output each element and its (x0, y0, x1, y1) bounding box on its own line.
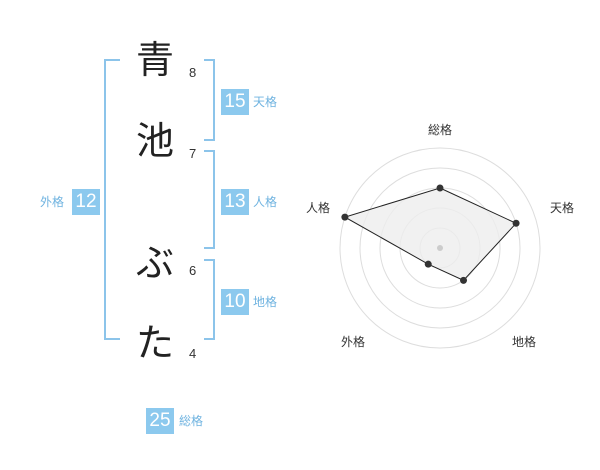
radar-point (424, 260, 432, 268)
chikaku-score: 10 (221, 289, 249, 315)
radar-point (460, 276, 468, 284)
radar-points (341, 184, 520, 284)
radar-center-dot (437, 245, 443, 251)
chikaku-label: 地格 (253, 295, 278, 309)
tenkaku-score: 15 (221, 89, 249, 115)
radar-point (436, 184, 444, 192)
radar-shape (343, 187, 517, 281)
jinkaku-score: 13 (221, 189, 249, 215)
radar-point (512, 219, 520, 227)
jinkaku-label: 人格 (253, 195, 278, 209)
radar-ring (339, 147, 541, 349)
radar-point (341, 213, 349, 221)
stroke-count-2: 7 (189, 146, 197, 161)
name-char-3: ぶ (135, 241, 174, 285)
gaikaku-label: 外格 (40, 195, 65, 209)
tenkaku-label: 天格 (253, 95, 278, 109)
soukaku-label: 総格 (179, 414, 204, 428)
gaikaku-bracket (104, 59, 120, 340)
stroke-count-3: 6 (189, 263, 197, 278)
stroke-count-1: 8 (189, 65, 197, 80)
radar-label-jinkaku: 人格 (306, 200, 330, 215)
tenkaku-bracket (204, 59, 215, 141)
chikaku-bracket (204, 259, 215, 340)
radar-label-gaikaku: 外格 (341, 334, 365, 349)
radar-ring (359, 167, 521, 329)
soukaku-score: 25 (146, 408, 174, 434)
name-char-2: 池 (135, 119, 174, 163)
name-char-1: 青 (135, 38, 174, 82)
radar-label-chikaku: 地格 (512, 334, 536, 349)
name-char-4: た (135, 321, 174, 365)
jinkaku-bracket (204, 150, 215, 249)
stroke-count-4: 4 (189, 346, 197, 361)
gaikaku-score: 12 (72, 189, 100, 215)
radar-label-tenkaku: 天格 (550, 200, 574, 215)
radar-label-soukaku: 総格 (428, 122, 452, 137)
